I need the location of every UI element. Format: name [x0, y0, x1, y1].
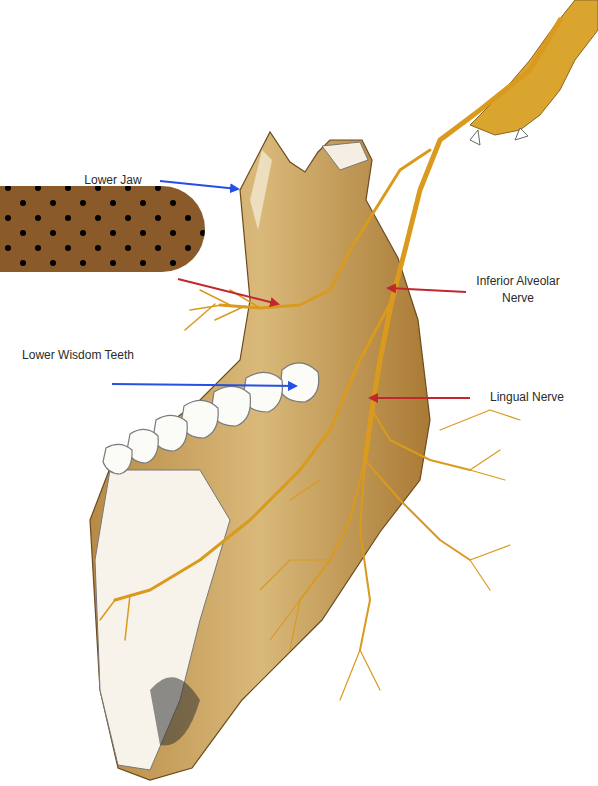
leader-arrow [112, 384, 296, 386]
alveolar-branch [115, 300, 392, 600]
bone-highlight [250, 150, 272, 230]
marrow-section [150, 677, 200, 745]
nerve-branch [270, 450, 510, 700]
teeth-row [103, 363, 319, 474]
leader-arrow [370, 397, 470, 399]
lingual-branch [300, 410, 470, 650]
patterned-block [0, 186, 205, 272]
part-label: Lower Jaw [68, 172, 158, 189]
bone-process [470, 128, 528, 145]
part-label: Inferior Alveolar Nerve [468, 273, 568, 307]
nerve-branch [100, 595, 130, 640]
wisdom-tooth [280, 363, 319, 402]
tooth [103, 444, 132, 474]
leader-arrow [388, 288, 466, 292]
leader-arrow [160, 181, 238, 189]
bone-cut-section [95, 470, 230, 770]
buccal-nerve [220, 150, 430, 308]
condyle [322, 142, 368, 170]
nerve-branch [260, 410, 520, 590]
leader-arrow [178, 279, 278, 304]
part-label: Lingual Nerve [472, 389, 582, 406]
part-label: Lower Wisdom Teeth [18, 347, 138, 364]
dot-overlay [0, 186, 205, 272]
nerve-network [100, 20, 560, 700]
